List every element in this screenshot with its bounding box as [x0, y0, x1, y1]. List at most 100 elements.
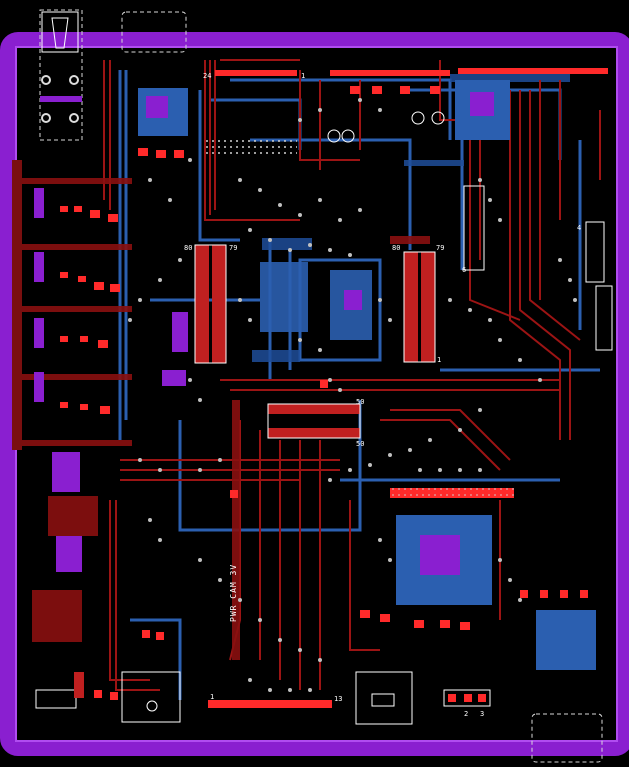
via — [148, 178, 152, 182]
via — [458, 428, 462, 432]
via — [338, 218, 342, 222]
vias — [128, 98, 577, 692]
via — [348, 253, 352, 257]
label-pin-50-a: 50 — [356, 398, 364, 406]
via — [488, 198, 492, 202]
via — [378, 108, 382, 112]
label-pin-80-right: 80 — [392, 244, 400, 252]
via — [488, 318, 492, 322]
via — [498, 558, 502, 562]
via — [298, 213, 302, 217]
via — [573, 298, 577, 302]
via — [358, 208, 362, 212]
label-pin-1-right: 1 — [437, 356, 441, 364]
label-pin-79-left: 79 — [229, 244, 237, 252]
label-pin-24: 24 — [203, 72, 211, 80]
via — [348, 468, 352, 472]
via — [188, 378, 192, 382]
silkscreen-labels: 24 1 80 79 80 79 50 50 4 6 1 1 13 2 3 PW… — [184, 72, 581, 718]
via — [158, 468, 162, 472]
via — [338, 388, 342, 392]
via — [268, 688, 272, 692]
connector-left-80pin — [194, 244, 227, 364]
via — [148, 518, 152, 522]
mounting-holes — [327, 111, 445, 143]
via — [278, 638, 282, 642]
via — [218, 578, 222, 582]
via — [478, 408, 482, 412]
usb-jack — [40, 11, 82, 123]
top-copper-wide — [22, 178, 430, 660]
via — [428, 438, 432, 442]
row-pads-middle — [390, 488, 514, 498]
via — [298, 338, 302, 342]
via — [218, 458, 222, 462]
bottom-connectors — [35, 671, 491, 725]
via — [328, 248, 332, 252]
via — [238, 598, 242, 602]
via — [258, 618, 262, 622]
top-fpc-connector — [205, 68, 608, 156]
via — [248, 678, 252, 682]
label-pin-1-top: 1 — [301, 72, 305, 80]
label-power-camera: PWR CAM 3V — [229, 564, 238, 622]
via — [388, 453, 392, 457]
bottom-copper-wide — [252, 74, 570, 362]
via — [498, 218, 502, 222]
via — [418, 468, 422, 472]
via — [468, 308, 472, 312]
via — [328, 478, 332, 482]
connector-keepouts — [39, 9, 603, 763]
bottom-copper-traces — [118, 70, 600, 700]
via — [558, 258, 562, 262]
via — [288, 248, 292, 252]
via — [128, 318, 132, 322]
right-headers — [463, 185, 613, 351]
via — [258, 188, 262, 192]
via — [308, 688, 312, 692]
via — [298, 118, 302, 122]
via — [568, 278, 572, 282]
label-pin-3: 3 — [480, 710, 484, 718]
label-pin-80-left: 80 — [184, 244, 192, 252]
via — [318, 108, 322, 112]
via — [238, 298, 242, 302]
via — [198, 398, 202, 402]
label-pin-79-right: 79 — [436, 244, 444, 252]
label-pin-13: 13 — [334, 695, 342, 703]
via — [188, 158, 192, 162]
via — [248, 318, 252, 322]
via — [178, 258, 182, 262]
via — [158, 538, 162, 542]
via — [478, 468, 482, 472]
via — [358, 98, 362, 102]
via — [248, 228, 252, 232]
via — [318, 658, 322, 662]
via — [378, 298, 382, 302]
component-clusters — [34, 80, 596, 670]
via — [458, 468, 462, 472]
passive-pads — [60, 86, 588, 700]
label-pin-6: 6 — [462, 266, 466, 274]
via — [518, 358, 522, 362]
via — [198, 558, 202, 562]
via — [308, 243, 312, 247]
via — [278, 203, 282, 207]
label-pin-1-bottom: 1 — [210, 693, 214, 701]
via — [408, 448, 412, 452]
via — [538, 378, 542, 382]
via — [328, 378, 332, 382]
via — [378, 538, 382, 542]
board-outline — [0, 32, 629, 756]
via — [168, 198, 172, 202]
via — [298, 648, 302, 652]
label-pin-2: 2 — [464, 710, 468, 718]
label-pin-4: 4 — [577, 224, 581, 232]
via — [368, 463, 372, 467]
via — [388, 558, 392, 562]
via — [238, 178, 242, 182]
via — [438, 468, 442, 472]
via — [268, 238, 272, 242]
via — [318, 198, 322, 202]
